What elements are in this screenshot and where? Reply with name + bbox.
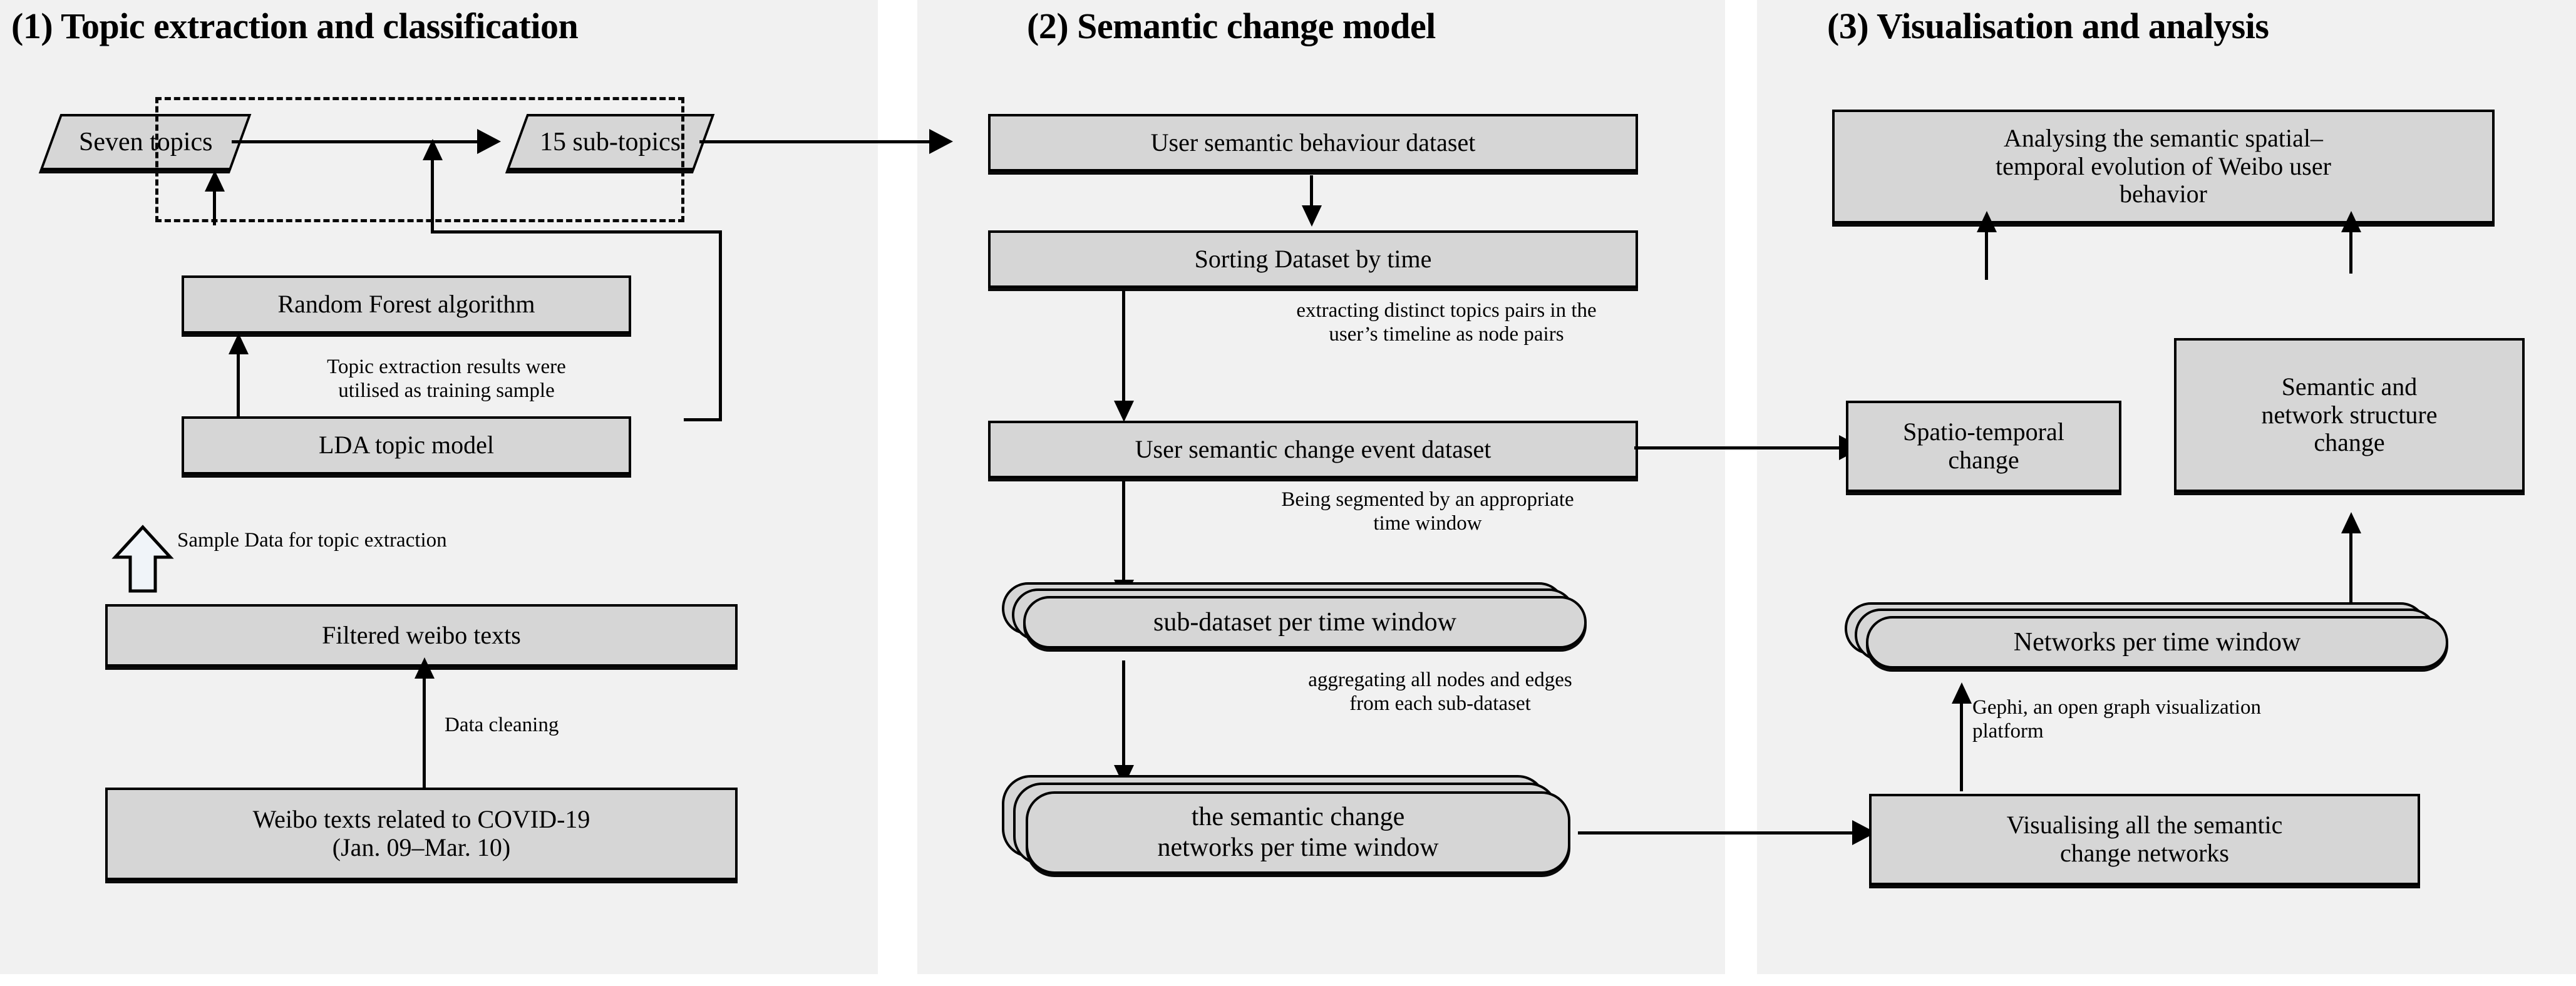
connector-feedback-into-dashbox bbox=[684, 418, 722, 421]
connector-feedback-right-vert bbox=[719, 230, 722, 421]
node-lda-topic-model: LDA topic model bbox=[182, 416, 631, 475]
node-spatio-temporal-label: Spatio-temporal change bbox=[1903, 418, 2064, 474]
connector-event-to-subdataset bbox=[1122, 481, 1125, 582]
arrowhead-panel1-to-panel2 bbox=[929, 129, 953, 154]
arrowhead-lda-to-rf bbox=[229, 333, 249, 354]
node-sub-dataset-per-time-window: sub-dataset per time window bbox=[1002, 582, 1603, 656]
connector-networks-to-visualising bbox=[1578, 831, 1857, 835]
node-random-forest-label: Random Forest algorithm bbox=[277, 290, 535, 319]
node-semantic-network-structure-change: Semantic and network structure change bbox=[2174, 338, 2525, 492]
node-visualising-semantic-change-networks: Visualising all the semantic change netw… bbox=[1869, 794, 2420, 885]
node-lda-topic-model-label: LDA topic model bbox=[319, 431, 494, 460]
node-random-forest: Random Forest algorithm bbox=[182, 275, 631, 334]
stack-layer-front: sub-dataset per time window bbox=[1023, 596, 1587, 649]
node-user-semantic-change-event-dataset: User semantic change event dataset bbox=[988, 421, 1638, 478]
connector-behaviour-to-sorting bbox=[1310, 175, 1313, 208]
connector-visualising-to-networks bbox=[1960, 700, 1963, 791]
arrowhead-sorting-to-event bbox=[1114, 401, 1134, 422]
node-spatio-temporal-change: Spatio-temporal change bbox=[1846, 401, 2121, 492]
panel-1-title: (1) Topic extraction and classification bbox=[11, 6, 579, 46]
connector-feedback-horiz bbox=[431, 230, 722, 234]
connector-networks-to-structure bbox=[2349, 530, 2352, 605]
node-analysing-line-3: behavior bbox=[2120, 180, 2207, 208]
node-analysing-line-1: Analysing the semantic spatial– bbox=[2004, 123, 2323, 152]
node-user-semantic-behaviour-dataset: User semantic behaviour dataset bbox=[988, 114, 1638, 172]
edge-label-gephi: Gephi, an open graph visualization platf… bbox=[1972, 696, 2261, 742]
dashed-container-topic-model bbox=[155, 97, 684, 222]
panel-3-title: (3) Visualisation and analysis bbox=[1827, 6, 2269, 46]
edge-label-sample-data: Sample Data for topic extraction bbox=[177, 529, 447, 552]
edge-label-extracting-pairs: extracting distinct topics pairs in the … bbox=[1296, 299, 1597, 346]
node-sub-dataset-label: sub-dataset per time window bbox=[1153, 607, 1457, 637]
node-semantic-networks-line-2: networks per time window bbox=[1157, 833, 1439, 862]
edge-label-aggregating: aggregating all nodes and edges from eac… bbox=[1308, 669, 1572, 715]
node-weibo-covid-line-2: (Jan. 09–Mar. 10) bbox=[332, 833, 511, 861]
node-networks-per-window-label: Networks per time window bbox=[2013, 627, 2301, 657]
node-semantic-network-structure-label: Semantic and network structure change bbox=[2261, 372, 2438, 457]
connector-spatiotemporal-to-analysing bbox=[1985, 229, 1988, 280]
connector-sorting-to-event bbox=[1122, 290, 1125, 403]
connector-lda-to-rf bbox=[237, 351, 240, 418]
arrowhead-seven-to-sub bbox=[477, 129, 501, 154]
node-filtered-weibo-texts-label: Filtered weibo texts bbox=[322, 620, 521, 649]
connector-panel1-to-panel2 bbox=[699, 140, 934, 143]
connector-subdataset-to-networks bbox=[1122, 660, 1125, 767]
connector-covid-to-filtered bbox=[423, 675, 426, 791]
node-semantic-change-networks: the semantic change networks per time wi… bbox=[1002, 775, 1603, 881]
connector-feedback-vert bbox=[431, 158, 434, 233]
edge-label-training-sample: Topic extraction results were utilised a… bbox=[327, 356, 566, 402]
node-weibo-covid-texts: Weibo texts related to COVID-19 (Jan. 09… bbox=[105, 788, 738, 880]
arrowhead-feedback-to-subtopics bbox=[423, 139, 443, 160]
stack-layer-front: Networks per time window bbox=[1866, 616, 2448, 669]
arrowhead-spatiotemporal-to-analysing bbox=[1977, 211, 1997, 232]
arrowhead-visualising-to-networks bbox=[1952, 682, 1972, 704]
node-visualising-line-2: change networks bbox=[2060, 839, 2229, 867]
node-user-semantic-behaviour-label: User semantic behaviour dataset bbox=[1150, 128, 1476, 157]
arrowhead-behaviour-to-sorting bbox=[1302, 205, 1322, 227]
connector-dashbox-to-seven bbox=[213, 177, 216, 225]
edge-label-data-cleaning: Data cleaning bbox=[445, 714, 559, 736]
node-change-event-dataset-label: User semantic change event dataset bbox=[1135, 434, 1492, 463]
arrowhead-dashbox-to-seven bbox=[205, 170, 225, 192]
node-sorting-dataset-by-time: Sorting Dataset by time bbox=[988, 230, 1638, 288]
panel-2-title: (2) Semantic change model bbox=[1027, 6, 1436, 46]
connector-seven-to-sub bbox=[232, 140, 482, 143]
connector-event-to-spatiotemporal bbox=[1634, 446, 1844, 449]
block-arrow-sample-data bbox=[111, 525, 174, 593]
stack-layer-front: the semantic change networks per time wi… bbox=[1026, 791, 1570, 874]
arrowhead-covid-to-filtered bbox=[415, 657, 435, 679]
node-visualising-line-1: Visualising all the semantic bbox=[2006, 811, 2283, 840]
connector-structure-to-analysing bbox=[2349, 229, 2352, 274]
edge-label-segmented: Being segmented by an appropriate time w… bbox=[1281, 488, 1574, 535]
arrowhead-structure-to-analysing bbox=[2341, 211, 2361, 232]
node-semantic-networks-line-1: the semantic change bbox=[1191, 803, 1405, 832]
node-weibo-covid-line-1: Weibo texts related to COVID-19 bbox=[252, 805, 590, 834]
node-networks-per-time-window: Networks per time window bbox=[1845, 602, 2490, 676]
node-analysing-spatial-temporal: Analysing the semantic spatial– temporal… bbox=[1832, 110, 2495, 223]
node-analysing-line-2: temporal evolution of Weibo user bbox=[1996, 151, 2331, 180]
arrowhead-networks-to-structure bbox=[2341, 512, 2361, 533]
node-sorting-dataset-label: Sorting Dataset by time bbox=[1194, 244, 1432, 273]
